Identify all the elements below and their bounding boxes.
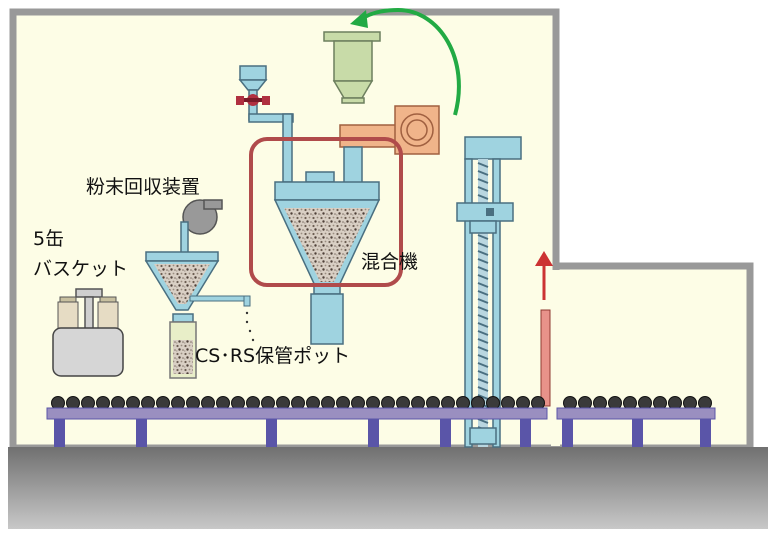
- label-storage-pot: CS･RS保管ポット: [195, 345, 350, 367]
- mixer: [273, 171, 381, 345]
- powder-drip-dots: [245, 311, 255, 342]
- valve-icon: [236, 94, 270, 106]
- transfer-arrow-green: [350, 7, 461, 116]
- floor: [8, 447, 768, 529]
- label-mixer: 混合機: [361, 251, 418, 273]
- mixer-highlight-box: [249, 137, 403, 287]
- side-room: [552, 262, 754, 452]
- roller-conveyor: [46, 396, 548, 447]
- label-powder-recovery: 粉末回収装置: [86, 176, 200, 198]
- lift-up-arrow: [535, 251, 553, 407]
- top-hopper: [323, 31, 381, 104]
- building: [9, 8, 754, 452]
- vertical-lift: [456, 136, 522, 448]
- label-five-can-line1: 5缶: [33, 228, 64, 250]
- powder-recovery-unit: [144, 199, 251, 311]
- label-five-can-line2: バスケット: [33, 258, 128, 280]
- five-can-basket: [52, 288, 124, 377]
- roller-conveyor-side: [556, 396, 716, 447]
- storage-pot: [169, 313, 197, 379]
